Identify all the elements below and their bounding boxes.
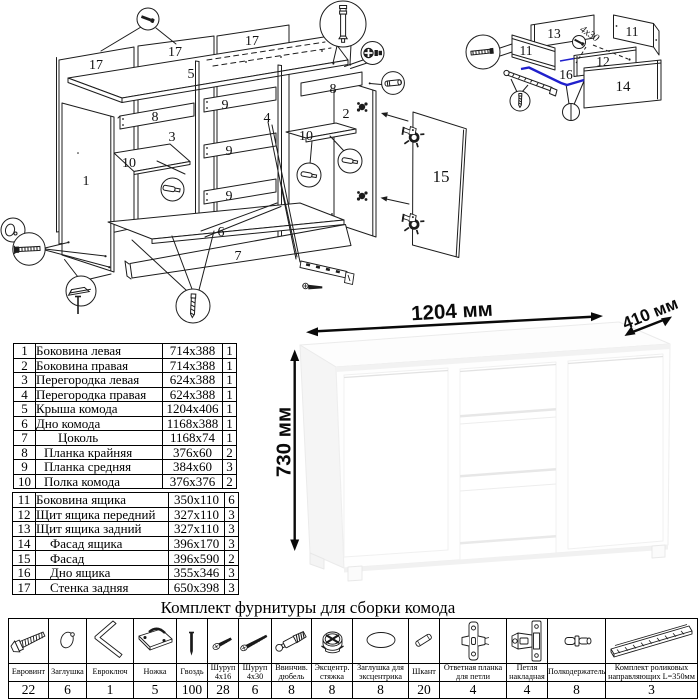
svg-text:3: 3 (169, 130, 176, 145)
svg-text:7: 7 (235, 249, 242, 264)
svg-text:9: 9 (226, 144, 233, 159)
svg-text:9: 9 (222, 98, 229, 113)
svg-text:9: 9 (226, 189, 233, 204)
svg-text:17: 17 (168, 45, 182, 60)
svg-text:17: 17 (245, 34, 259, 49)
svg-text:730 мм: 730 мм (273, 407, 296, 477)
svg-text:12: 12 (596, 54, 610, 69)
svg-text:15: 15 (433, 167, 450, 186)
svg-text:1204 мм: 1204 мм (411, 298, 494, 326)
svg-text:6: 6 (218, 225, 225, 240)
svg-text:17: 17 (89, 58, 103, 73)
svg-text:2: 2 (343, 107, 350, 122)
svg-text:8: 8 (330, 82, 337, 97)
svg-text:410 мм: 410 мм (620, 294, 681, 333)
svg-text:8: 8 (152, 110, 159, 125)
svg-text:1: 1 (83, 174, 90, 189)
svg-text:4: 4 (264, 111, 271, 126)
svg-text:16: 16 (559, 67, 573, 82)
svg-text:10: 10 (299, 129, 313, 144)
svg-text:14: 14 (616, 79, 632, 95)
svg-text:10: 10 (122, 156, 136, 171)
svg-text:13: 13 (547, 26, 561, 41)
svg-text:11: 11 (626, 24, 639, 39)
svg-text:5: 5 (188, 67, 195, 82)
svg-text:11: 11 (520, 43, 533, 58)
